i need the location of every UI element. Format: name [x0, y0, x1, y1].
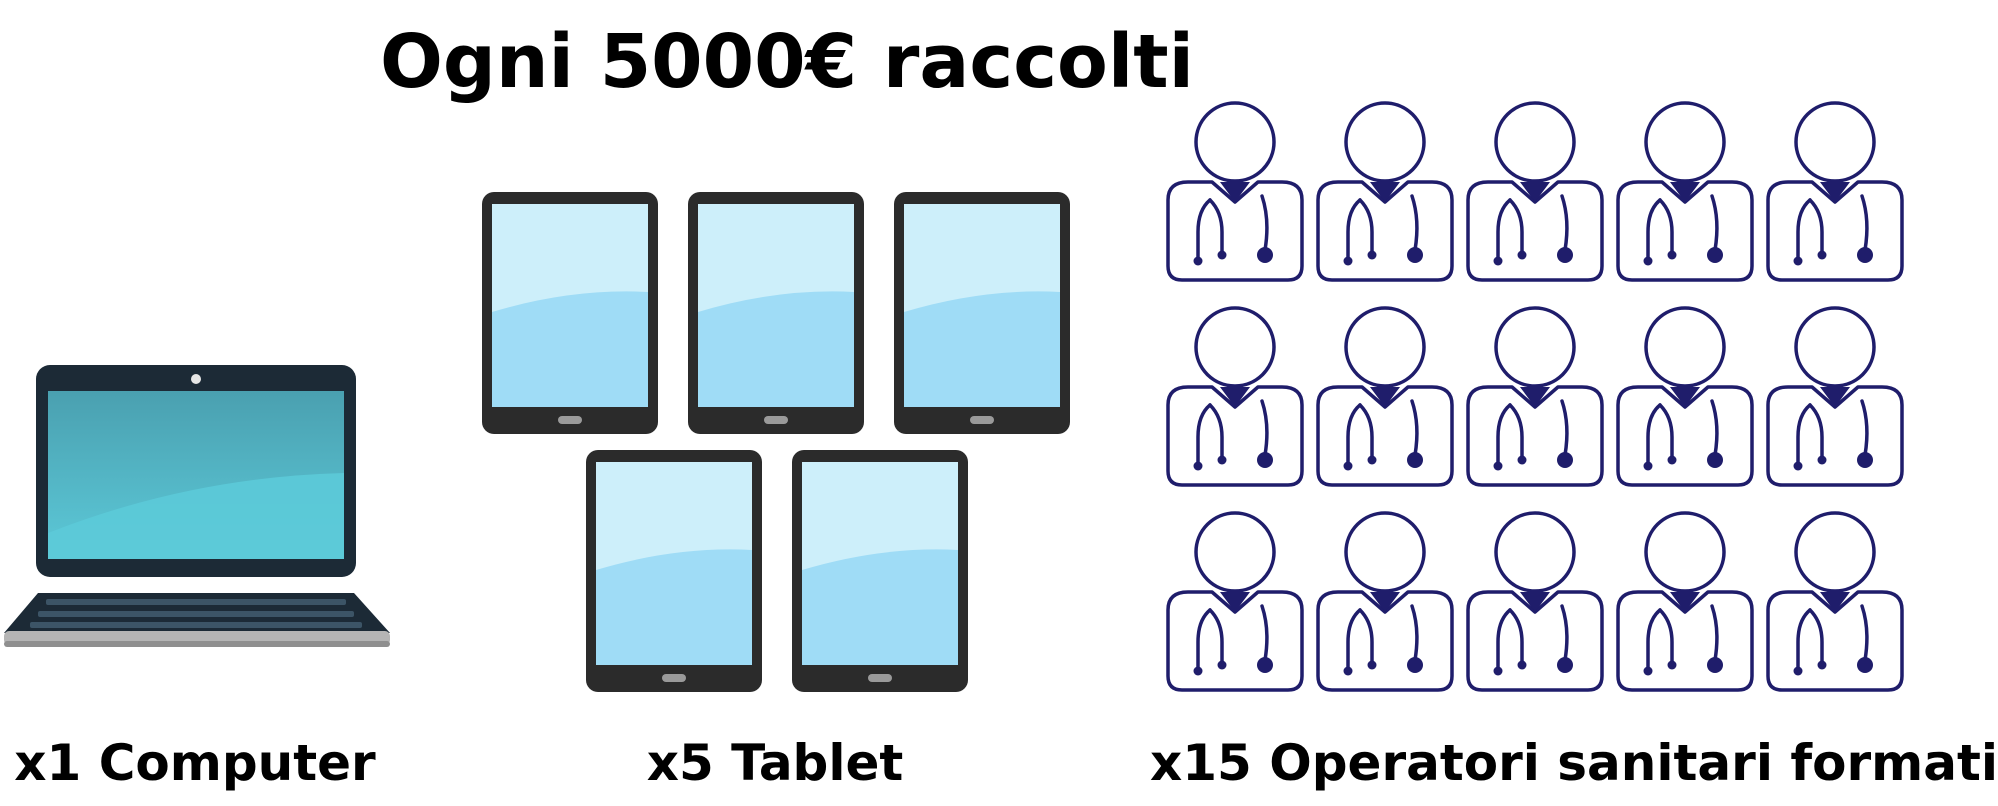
tablet-icon — [586, 450, 762, 692]
doctor-icon — [1316, 306, 1454, 487]
laptop-icon — [4, 365, 390, 647]
doctor-icon — [1166, 306, 1304, 487]
doctor-icon — [1316, 101, 1454, 282]
doctor-icon — [1166, 511, 1304, 692]
doctor-icon — [1616, 306, 1754, 487]
computer-label: x1 Computer — [14, 734, 376, 792]
tablet-icon — [688, 192, 864, 434]
tablet-label: x5 Tablet — [646, 734, 904, 792]
doctor-icon — [1616, 511, 1754, 692]
doctor-icon — [1166, 101, 1304, 282]
doctor-icon — [1466, 306, 1604, 487]
doctor-icon — [1766, 306, 1904, 487]
tablet-icon — [792, 450, 968, 692]
doctor-icon — [1616, 101, 1754, 282]
doctor-icon — [1316, 511, 1454, 692]
tablet-icon — [894, 192, 1070, 434]
doctor-icon — [1766, 511, 1904, 692]
staff-label: x15 Operatori sanitari formati — [1150, 734, 1998, 792]
doctor-icon — [1466, 511, 1604, 692]
doctor-icon — [1766, 101, 1904, 282]
tablet-icon — [482, 192, 658, 434]
page-title: Ogni 5000€ raccolti — [380, 19, 1194, 105]
doctor-icon — [1466, 101, 1604, 282]
